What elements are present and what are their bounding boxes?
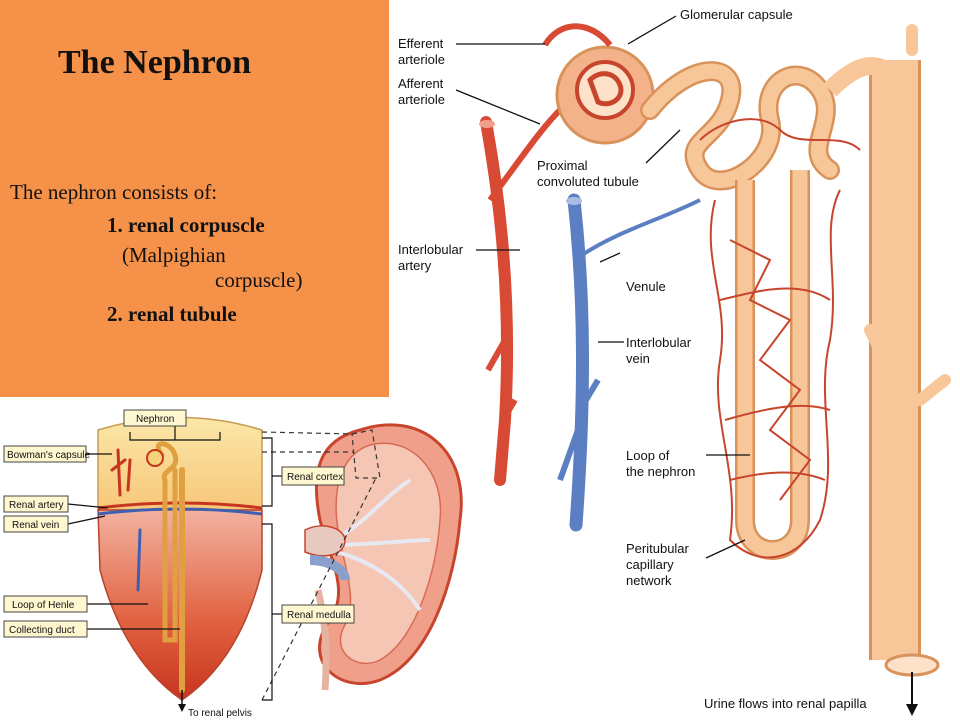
- label-box-renal-medulla: Renal medulla: [281, 604, 355, 624]
- label-renal-cortex: Renal cortex: [287, 472, 343, 483]
- slide-title: The Nephron: [58, 44, 252, 81]
- label-bowmans-capsule: Bowman's capsule: [7, 450, 91, 461]
- label-collecting-duct: Collecting duct: [9, 625, 75, 636]
- label-glomerular-capsule: Glomerular capsule: [680, 7, 793, 22]
- label-box-renal-artery: Renal artery: [3, 495, 69, 513]
- label-interlobular-vein-2: vein: [626, 351, 650, 366]
- label-peritubular-2: capillary: [626, 557, 674, 572]
- label-box-collecting-duct: Collecting duct: [3, 620, 88, 638]
- title-panel: [0, 0, 389, 397]
- label-to-renal-pelvis: To renal pelvis: [188, 708, 252, 719]
- label-proximal-1: Proximal: [537, 158, 588, 173]
- interlobular-artery: [480, 116, 514, 486]
- label-peritubular-3: network: [626, 573, 672, 588]
- list-item-renal-corpuscle: 1. renal corpuscle: [107, 213, 265, 237]
- label-efferent-2: arteriole: [398, 52, 445, 67]
- label-nephron: Nephron: [136, 414, 174, 425]
- label-box-loop-of-henle: Loop of Henle: [3, 595, 88, 613]
- label-loop-of-henle: Loop of Henle: [12, 600, 75, 611]
- label-loop-1: Loop of: [626, 448, 670, 463]
- label-renal-artery: Renal artery: [9, 500, 63, 511]
- label-loop-2: the nephron: [626, 464, 695, 479]
- list-item-renal-tubule: 2. renal tubule: [107, 302, 237, 326]
- label-venule: Venule: [626, 279, 666, 294]
- intro-text: The nephron consists of:: [10, 180, 218, 204]
- label-urine: Urine flows into renal papilla: [704, 696, 867, 711]
- label-interlobular-artery-2: artery: [398, 258, 432, 273]
- list-item-malpighian-line2: corpuscle): [215, 268, 303, 292]
- cortex-region: [97, 416, 263, 511]
- peritubular-capillary-network: [699, 118, 861, 559]
- venule: [580, 198, 701, 257]
- label-interlobular-vein-1: Interlobular: [626, 335, 692, 350]
- label-renal-medulla: Renal medulla: [287, 610, 351, 621]
- list-item-malpighian-line1: (Malpighian: [122, 243, 226, 267]
- label-renal-vein: Renal vein: [12, 520, 59, 531]
- label-afferent-2: arteriole: [398, 92, 445, 107]
- label-interlobular-artery-1: Interlobular: [398, 242, 464, 257]
- label-efferent-1: Efferent: [398, 36, 444, 51]
- label-box-renal-cortex: Renal cortex: [281, 466, 345, 486]
- label-peritubular-1: Peritubular: [626, 541, 690, 556]
- label-afferent-1: Afferent: [398, 76, 444, 91]
- label-proximal-2: convoluted tubule: [537, 174, 639, 189]
- label-box-renal-vein: Renal vein: [3, 515, 69, 533]
- label-box-bowmans-capsule: Bowman's capsule: [3, 445, 91, 463]
- label-box-nephron: Nephron: [123, 409, 187, 427]
- interlobular-vein: [567, 193, 590, 532]
